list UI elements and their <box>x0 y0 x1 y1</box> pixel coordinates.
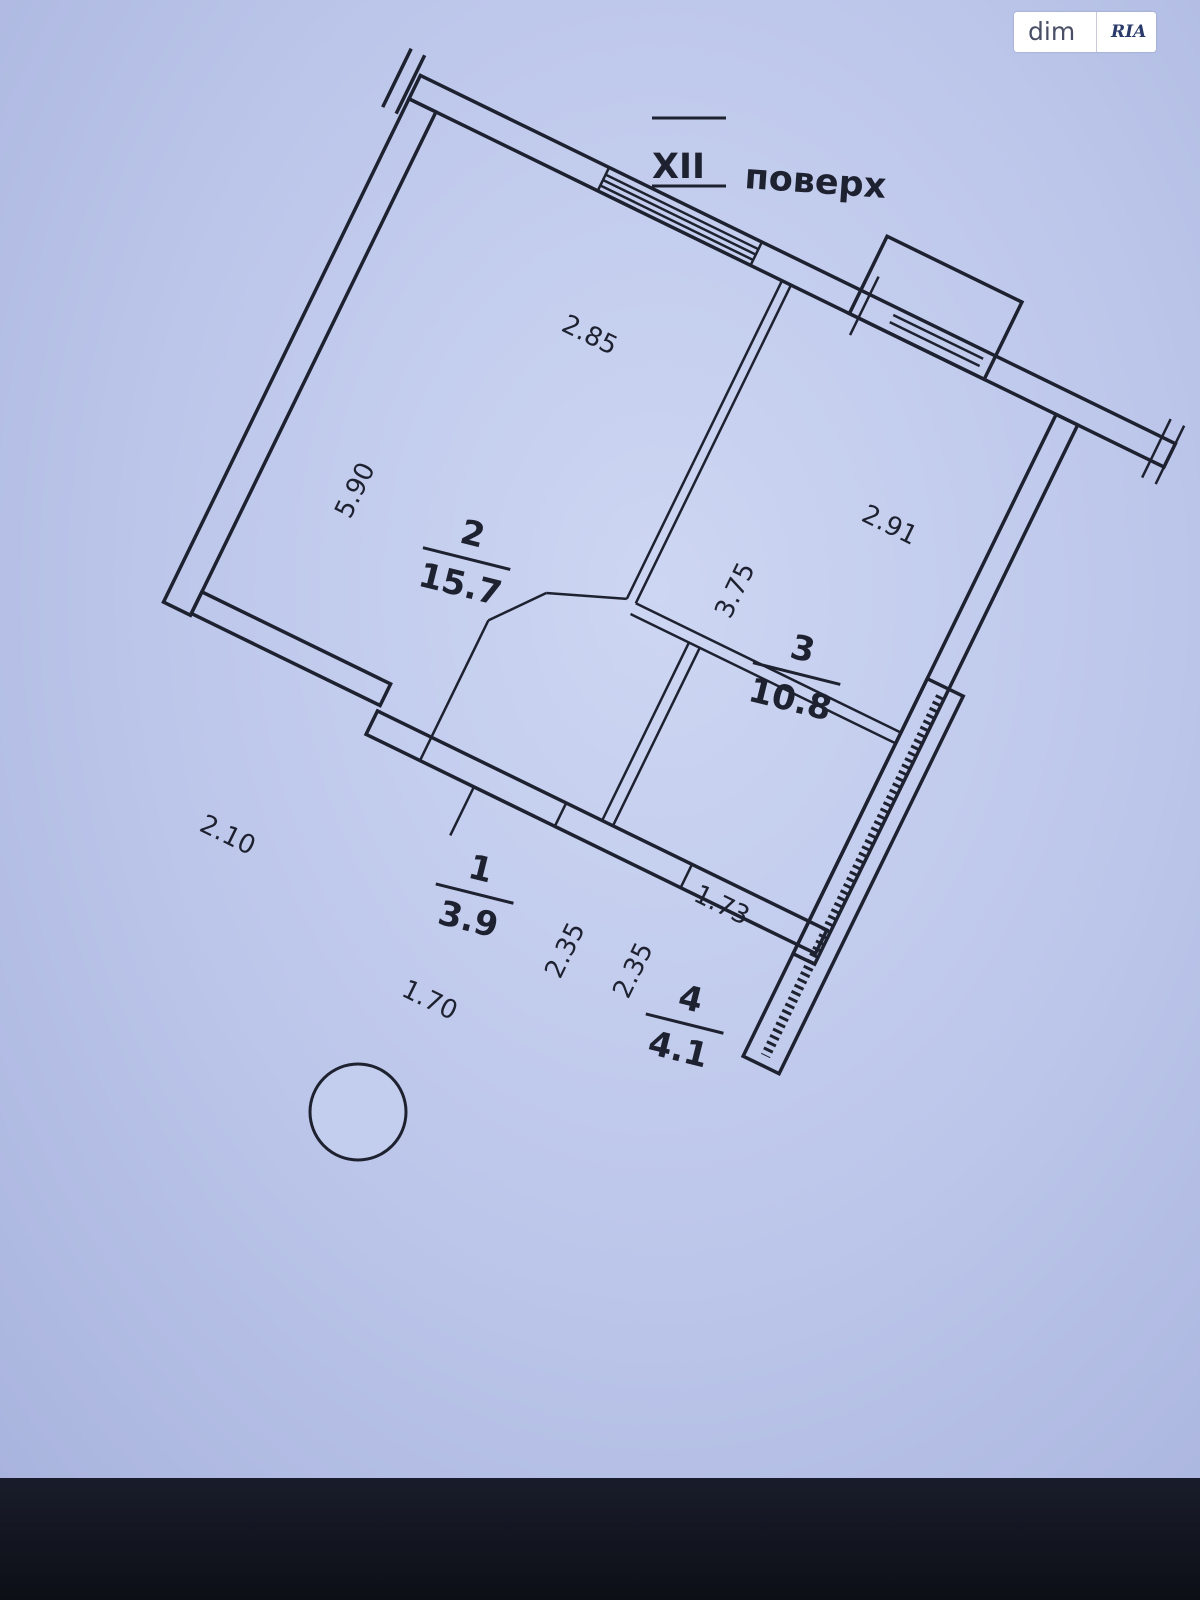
svg-text:3.9: 3.9 <box>434 893 502 946</box>
dim-bottom-entry: 1.70 <box>397 974 462 1026</box>
watermark-dim: dim <box>1014 12 1097 52</box>
room-2-label: 2 15.7 <box>415 512 511 614</box>
screen-area: XII поверх <box>0 0 1200 1478</box>
entry-marker <box>308 1062 408 1162</box>
svg-text:2: 2 <box>456 512 489 557</box>
dim-top-right: 2.91 <box>857 499 922 551</box>
apartment-outline <box>161 47 1186 1077</box>
watermark-ria: RIA <box>1111 22 1147 42</box>
svg-text:4: 4 <box>674 977 707 1022</box>
floor-title-numeral: XII <box>652 147 705 187</box>
room-1-label: 1 3.9 <box>434 847 514 946</box>
dim-room4-top: 1.73 <box>689 879 754 931</box>
dim-bottom-left: 2.10 <box>195 809 260 861</box>
room-4-label: 4 4.1 <box>644 977 724 1076</box>
dimria-watermark: dim RIA <box>1014 12 1156 52</box>
dim-room3-left: 3.75 <box>709 558 761 623</box>
dim-left-wall: 5.90 <box>329 458 381 523</box>
floor-plan: XII поверх <box>161 47 1186 1162</box>
svg-text:4.1: 4.1 <box>644 1023 712 1076</box>
floor-title-word: поверх <box>743 157 888 207</box>
floor-title: XII поверх <box>652 116 888 207</box>
dim-room4-left: 2.35 <box>607 938 659 1003</box>
dim-top-left: 2.85 <box>557 309 622 361</box>
monitor-bezel <box>0 1478 1200 1600</box>
dim-room1-right: 2.35 <box>539 918 591 983</box>
svg-text:3: 3 <box>786 627 819 672</box>
svg-text:1: 1 <box>464 847 497 892</box>
